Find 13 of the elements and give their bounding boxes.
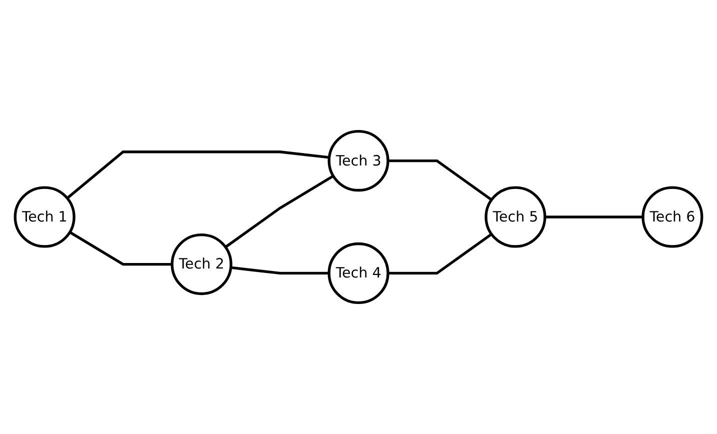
- node-circle: Tech 2: [170, 233, 232, 296]
- connector: [230, 266, 330, 275]
- connector: [544, 216, 643, 218]
- node-circle: Tech 6: [642, 186, 704, 248]
- node-circle: Tech 5: [484, 186, 546, 248]
- connector: [66, 150, 330, 200]
- connector: [69, 231, 172, 266]
- node-circle: Tech 3: [328, 130, 390, 192]
- node-circle: Tech 4: [328, 242, 390, 304]
- node-circle: Tech 1: [14, 186, 76, 248]
- connector: [388, 233, 492, 275]
- connector: [388, 159, 492, 201]
- connector: [224, 174, 334, 248]
